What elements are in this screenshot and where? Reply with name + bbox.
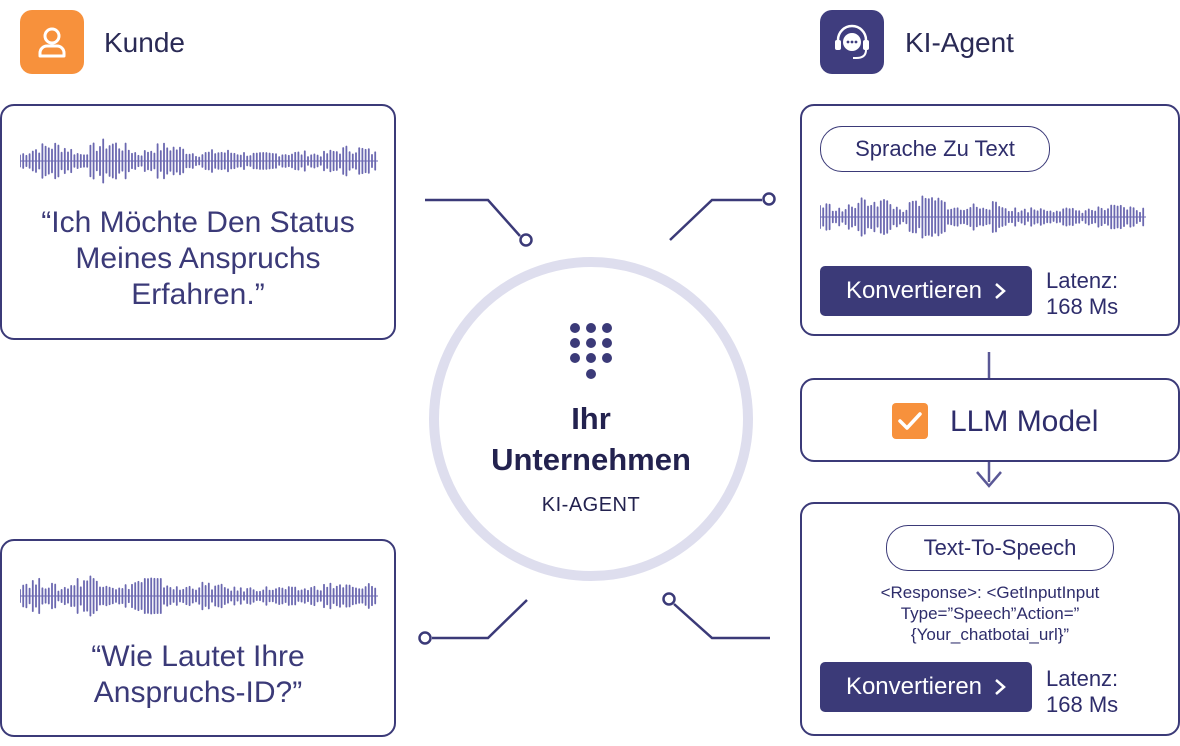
latency-value: 168 Ms bbox=[1046, 692, 1119, 717]
company-hub: Ihr Unternehmen KI-AGENT bbox=[428, 256, 754, 582]
code-line-1: <Response>: <GetInputInput bbox=[880, 583, 1100, 602]
customer-quote-2: “Wie Lautet Ihre Anspruchs-ID?” bbox=[91, 640, 305, 709]
customer-title: Kunde bbox=[104, 27, 185, 58]
latency-value: 168 Ms bbox=[1046, 294, 1119, 319]
hub-subtitle: KI-AGENT bbox=[541, 494, 641, 516]
stt-convert-button[interactable]: Konvertieren bbox=[820, 266, 1032, 316]
hub-ring bbox=[429, 257, 753, 581]
waveform-graphic bbox=[20, 575, 378, 617]
customer-quote-1: “Ich Möchte Den Status Meines Anspruchs … bbox=[41, 206, 355, 311]
hub-title-line1: Ihr bbox=[571, 401, 611, 436]
latency-label: Latenz: bbox=[1046, 666, 1119, 691]
chat-headset-icon bbox=[835, 24, 869, 59]
customer-avatar bbox=[20, 10, 84, 74]
code-line-2: Type=”Speech”Action=” bbox=[900, 604, 1080, 623]
tts-pill: Text-To-Speech bbox=[886, 525, 1114, 571]
tts-code-snippet: <Response>: <GetInputInput Type=”Speech”… bbox=[802, 582, 1178, 645]
llm-card: LLM Model bbox=[800, 378, 1180, 462]
hub-title-line2: Unternehmen bbox=[491, 442, 691, 477]
checkbox-icon bbox=[892, 403, 928, 439]
person-icon bbox=[38, 27, 66, 58]
customer-card-2: “Wie Lautet Ihre Anspruchs-ID?” bbox=[0, 539, 396, 737]
dialpad-icon bbox=[570, 323, 612, 379]
stt-convert-label: Konvertieren bbox=[845, 277, 983, 304]
latency-label: Latenz: bbox=[1046, 268, 1119, 293]
agent-avatar bbox=[820, 10, 884, 74]
stt-pill: Sprache Zu Text bbox=[820, 126, 1050, 172]
chevron-right-icon bbox=[995, 283, 1006, 299]
waveform-graphic bbox=[20, 138, 378, 184]
waveform-graphic bbox=[820, 195, 1146, 239]
customer-card-1: “Ich Möchte Den Status Meines Anspruchs … bbox=[0, 104, 396, 340]
stt-latency: Latenz: 168 Ms bbox=[1046, 268, 1118, 320]
agent-title: KI-Agent bbox=[905, 27, 1014, 58]
code-line-3: {Your_chatbotai_url}” bbox=[910, 625, 1070, 644]
tts-convert-label: Konvertieren bbox=[845, 673, 983, 700]
stt-card: Sprache Zu Text Konvertieren Latenz: 168… bbox=[800, 104, 1180, 336]
llm-label: LLM Model bbox=[950, 405, 1099, 438]
tts-convert-button[interactable]: Konvertieren bbox=[820, 662, 1032, 712]
tts-latency: Latenz: 168 Ms bbox=[1046, 666, 1118, 718]
tts-card: Text-To-Speech <Response>: <GetInputInpu… bbox=[800, 502, 1180, 736]
chevron-right-icon bbox=[995, 679, 1006, 695]
